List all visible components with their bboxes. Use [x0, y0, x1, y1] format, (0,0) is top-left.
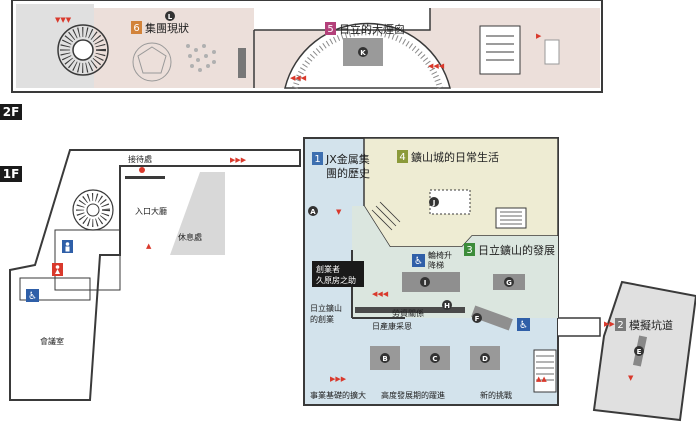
audience-seats-2f: [186, 44, 216, 72]
zone-5-label: 5 日立的大煙囪: [325, 22, 405, 36]
mock-tunnel-area: [592, 280, 696, 422]
svg-text:A: A: [310, 208, 316, 216]
svg-text:日立的大煙囪: 日立的大煙囪: [339, 22, 405, 36]
svg-text:久原房之助: 久原房之助: [316, 275, 356, 285]
founder-tag: 創業者 久原房之助: [312, 261, 364, 287]
svg-text:1: 1: [314, 154, 320, 165]
business-expansion-label: 事業基礎的擴大: [310, 390, 366, 400]
marker-e: E: [634, 346, 644, 356]
svg-text:JX金属集: JX金属集: [325, 152, 370, 166]
svg-text:團的歷史: 團的歷史: [326, 166, 370, 180]
lift-label-2: 降梯: [428, 260, 444, 270]
svg-text:鑛山城的日常生活: 鑛山城的日常生活: [411, 150, 499, 164]
svg-text:♿: ♿: [519, 320, 528, 331]
svg-text:F: F: [475, 315, 480, 323]
new-challenge-label: 新的挑戰: [480, 390, 512, 400]
svg-text:K: K: [360, 49, 366, 57]
rest-area-label: 休息處: [178, 232, 202, 242]
svg-text:▼▼▼: ▼▼▼: [55, 16, 72, 24]
svg-text:3: 3: [466, 245, 472, 256]
marker-c: C: [430, 353, 440, 363]
svg-text:▶: ▶: [536, 32, 542, 40]
svg-text:創業者: 創業者: [316, 264, 340, 274]
svg-text:G: G: [506, 279, 512, 287]
svg-text:模擬坑道: 模擬坑道: [629, 318, 673, 332]
svg-text:▼: ▼: [336, 208, 342, 216]
floor-1f-main-hall: [303, 137, 601, 406]
svg-text:H: H: [444, 302, 450, 310]
svg-text:▶▶▶: ▶▶▶: [330, 375, 347, 383]
exhibit-markers: A B C D E F G H I J K L: [165, 11, 644, 363]
marker-i: I: [420, 277, 430, 287]
zone-3-label: 3 日立鑛山的發展: [464, 243, 555, 257]
marker-g: G: [504, 277, 514, 287]
hitachi-mine-label-1: 日立鑛山: [310, 303, 342, 313]
marker-d: D: [480, 353, 490, 363]
svg-text:6: 6: [133, 23, 139, 34]
floor-2f-plan: [11, 0, 603, 93]
svg-text:◀◀◀: ◀◀◀: [372, 290, 389, 298]
svg-text:D: D: [482, 355, 488, 363]
svg-text:◀◀◀: ◀◀◀: [428, 62, 445, 70]
wheelchair-icon: ♿: [517, 318, 530, 331]
marker-a: A: [308, 206, 318, 216]
reception-label: 接待處: [128, 154, 152, 164]
marker-k: K: [358, 47, 368, 57]
floor-tag-2f: 2F: [0, 104, 22, 120]
svg-text:▼: ▼: [628, 374, 634, 382]
hitachi-mine-label-2: 的創業: [310, 314, 334, 324]
svg-text:♿: ♿: [28, 291, 37, 302]
svg-text:5: 5: [327, 24, 333, 35]
svg-text:▶▶: ▶▶: [604, 320, 615, 328]
zone-4-label: 4 鑛山城的日常生活: [397, 150, 499, 164]
wheelchair-icon: ♿: [26, 289, 39, 302]
floor-tag-1f: 1F: [0, 166, 22, 182]
svg-text:▲▲: ▲▲: [536, 375, 547, 383]
svg-text:♿: ♿: [414, 256, 423, 267]
labor-relations-label: 勞資關係: [392, 308, 424, 318]
svg-text:L: L: [168, 13, 173, 21]
lift-label-1: 輪椅升: [428, 250, 452, 260]
svg-text:2: 2: [617, 320, 623, 331]
svg-text:▲: ▲: [146, 242, 152, 250]
zone-1-label: 1 JX金属集 團的歷史: [312, 152, 370, 180]
direction-arrows: ▼▼▼◀◀◀ ▶◀◀◀ ▶▶▶▼ ◀◀◀▶▶▶ ▶▶▼ ▲▲▲: [55, 16, 634, 383]
svg-text:J: J: [432, 199, 436, 207]
entrance-hall-label: 入口大廳: [135, 206, 167, 216]
meeting-room-label: 會議室: [40, 336, 64, 346]
marker-f: F: [472, 313, 482, 323]
svg-text:集團現狀: 集團現狀: [145, 21, 189, 35]
svg-text:◀◀◀: ◀◀◀: [290, 74, 307, 82]
restroom-male-icon: [62, 240, 73, 253]
svg-text:4: 4: [399, 152, 405, 163]
reception-dot: [139, 167, 145, 173]
marker-b: B: [380, 353, 390, 363]
wheelchair-icon: ♿: [412, 254, 425, 267]
floor-1f-left-wing: [9, 149, 301, 401]
high-growth-label: 高度發展期的躍進: [381, 390, 445, 400]
svg-text:2F: 2F: [3, 105, 20, 119]
svg-text:E: E: [637, 348, 642, 356]
svg-text:B: B: [382, 355, 387, 363]
svg-text:日立鑛山的發展: 日立鑛山的發展: [478, 243, 555, 257]
svg-text:▶▶▶: ▶▶▶: [230, 156, 247, 164]
marker-h: H: [442, 300, 452, 310]
marker-j: J: [429, 197, 439, 207]
zone-6-label: 6 集團現狀: [131, 21, 189, 35]
zone-2-label: 2 模擬坑道: [615, 318, 673, 332]
marker-l: L: [165, 11, 175, 21]
svg-text:I: I: [424, 279, 427, 287]
restroom-female-icon: [52, 263, 63, 276]
svg-text:C: C: [432, 355, 437, 363]
svg-text:1F: 1F: [3, 167, 20, 181]
nissan-concept-label: 日產康采恩: [372, 321, 412, 331]
